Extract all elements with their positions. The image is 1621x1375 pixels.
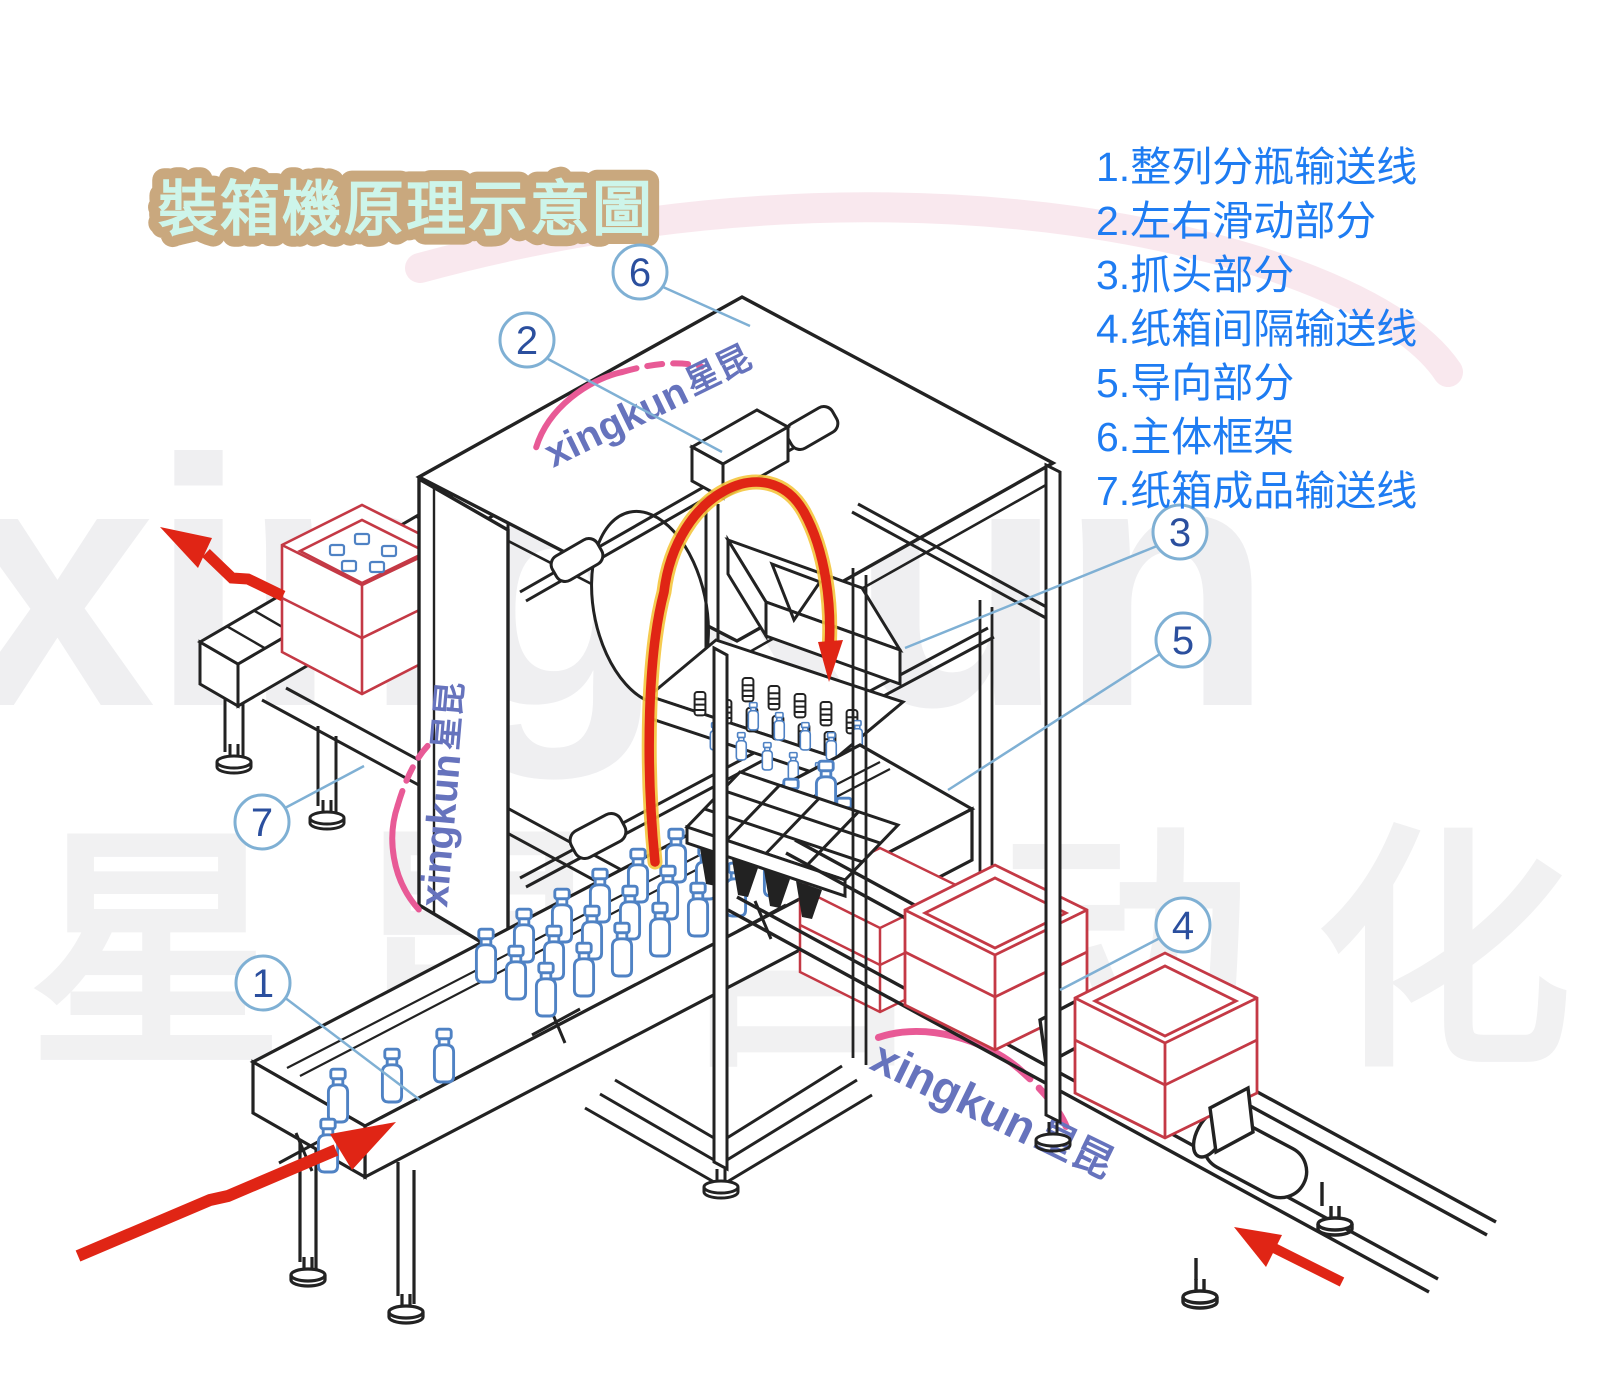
legend: 1.整列分瓶输送线 2.左右滑动部分 3.抓头部分 4.纸箱间隔输送线 5.导向… (1096, 140, 1417, 518)
background-swoosh (405, 192, 1463, 387)
legend-item-7: 7.纸箱成品输送线 (1096, 468, 1418, 514)
legend-item-2: 2.左右滑动部分 (1096, 198, 1377, 244)
callout-number: 3 (1169, 511, 1191, 555)
callout-number: 4 (1172, 904, 1194, 948)
outfeed-arrow (160, 527, 286, 601)
callout-1: 1 (234, 954, 292, 1012)
callout-bubbles: 1 2 3 4 5 6 7 (233, 243, 1212, 1012)
empty-carton-b (1073, 951, 1259, 1140)
callout-leaders (283, 285, 1161, 1101)
callout-5: 5 (1154, 611, 1212, 669)
transfer-arrow (641, 474, 843, 870)
callout-6: 6 (611, 243, 669, 301)
callout-number: 2 (516, 319, 538, 363)
legend-item-6: 6.主体框架 (1096, 414, 1295, 460)
page-title: 裝箱機原理示意圖 (158, 176, 654, 243)
callout-number: 1 (252, 962, 274, 1006)
callout-4: 4 (1154, 896, 1212, 954)
infeed-arrow (75, 1122, 396, 1262)
carton-flap (1208, 1085, 1255, 1155)
callout-number: 7 (251, 801, 273, 845)
callout-number: 5 (1172, 619, 1194, 663)
callout-7: 7 (233, 793, 291, 851)
carton-infeed-arrow (1234, 1227, 1345, 1287)
bottle-caps-in-carton (328, 532, 398, 574)
legend-item-4: 4.纸箱间隔输送线 (1096, 306, 1418, 352)
legend-item-3: 3.抓头部分 (1096, 252, 1295, 298)
legend-item-1: 1.整列分瓶输送线 (1096, 144, 1418, 190)
callout-number: 6 (629, 251, 651, 295)
base-beams (584, 1064, 873, 1184)
callout-2: 2 (498, 311, 556, 369)
callout-3: 3 (1151, 503, 1209, 561)
legend-item-5: 5.导向部分 (1096, 360, 1295, 406)
frame-pillars (584, 462, 1072, 1200)
